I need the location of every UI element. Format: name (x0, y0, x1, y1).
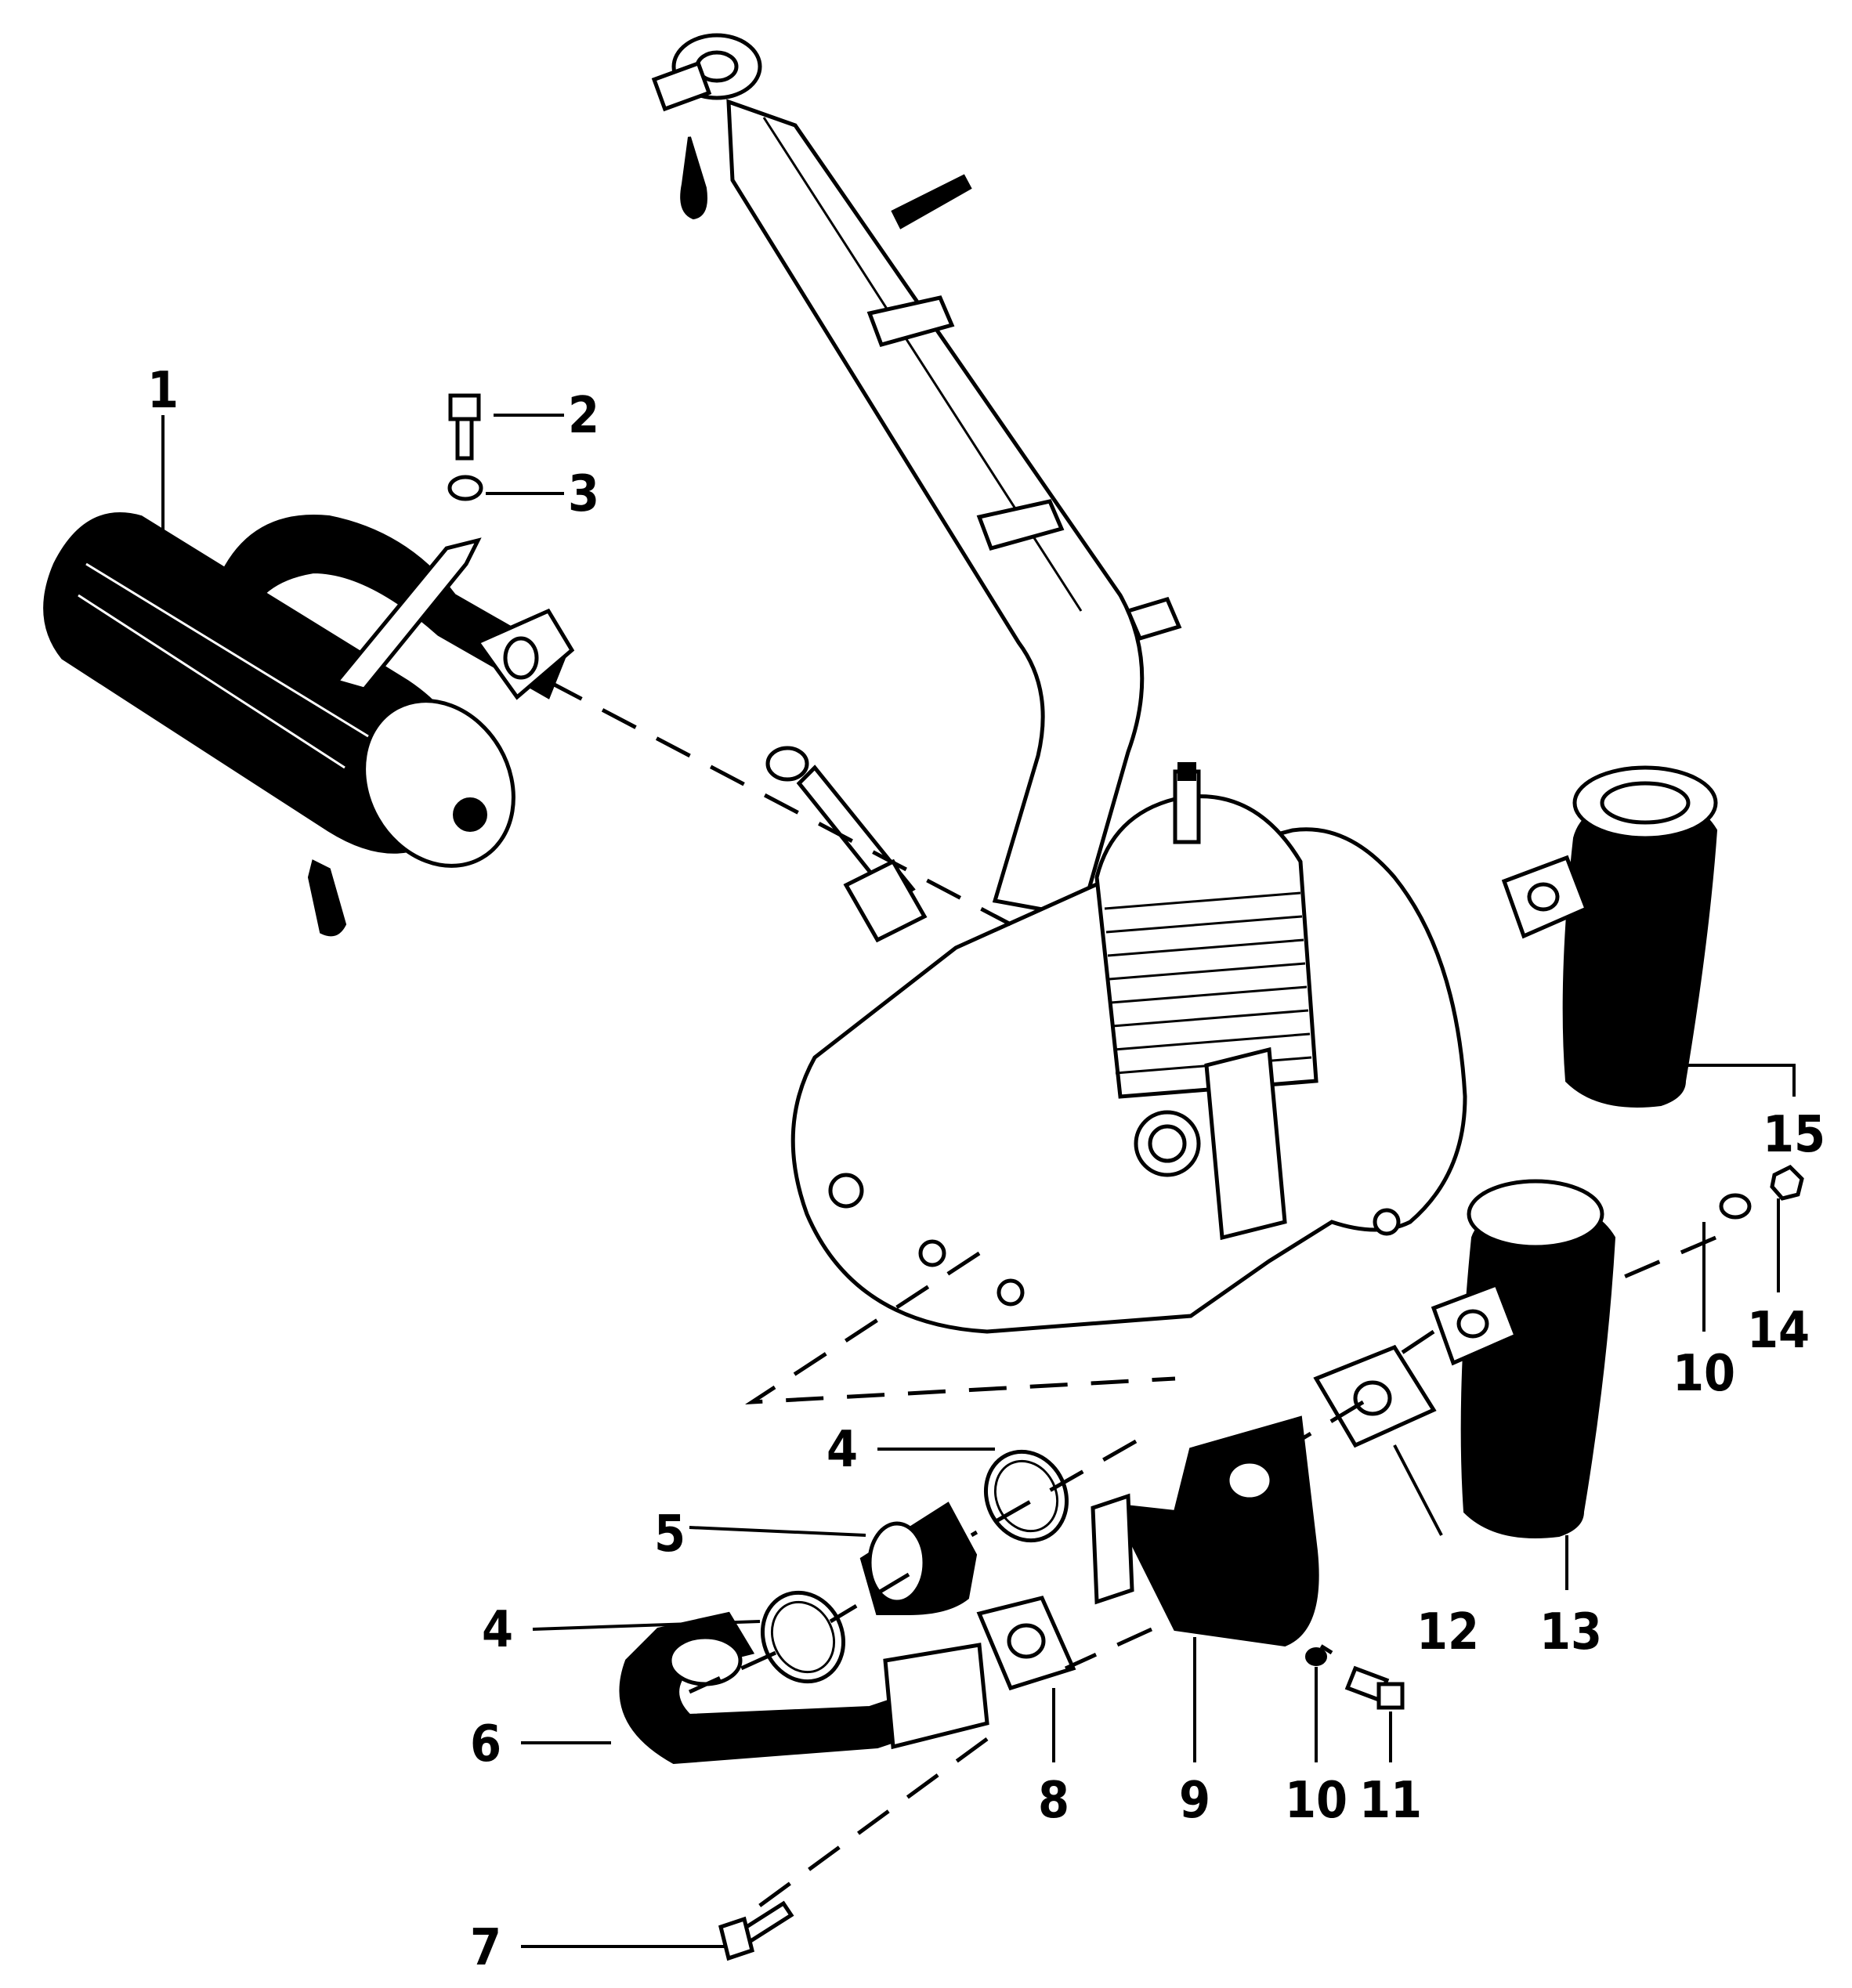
part-5-sleeve (859, 1502, 978, 1615)
part-9-bracket (1091, 1415, 1319, 1647)
part-14-nut (1770, 1164, 1804, 1201)
callout-2: 2 (568, 387, 599, 445)
callout-5: 5 (654, 1505, 685, 1563)
callout-12: 12 (1416, 1603, 1479, 1661)
callout-11: 11 (1359, 1772, 1422, 1830)
part-4-clamp-lower (760, 1590, 846, 1684)
callout-14: 14 (1747, 1302, 1810, 1360)
part-4-clamp-upper (983, 1449, 1069, 1543)
frame-down-tube (651, 33, 1182, 919)
part-12-gasket (1313, 1344, 1437, 1448)
part-15-silencer (1501, 765, 1718, 1108)
callout-4-upper: 4 (827, 1421, 858, 1479)
callout-4-lower: 4 (482, 1601, 513, 1659)
callout-10-lower: 10 (1285, 1772, 1347, 1830)
callout-7: 7 (470, 1919, 501, 1977)
callout-9: 9 (1179, 1772, 1210, 1830)
callout-6: 6 (470, 1715, 501, 1773)
part-11-bolt (1344, 1665, 1405, 1710)
part-3-washer (447, 475, 483, 501)
callout-8: 8 (1038, 1772, 1069, 1830)
part-13-silencer (1431, 1179, 1616, 1538)
part-2-bolt (448, 393, 481, 461)
callout-13: 13 (1539, 1603, 1602, 1661)
callout-3: 3 (568, 465, 599, 523)
part-10-washer-lower (1305, 1647, 1327, 1666)
callout-labels: 1 2 3 4 5 4 6 7 8 9 10 11 12 13 10 14 15 (147, 362, 1825, 1977)
part-7-bolt (718, 1900, 794, 1961)
part-10-washer-upper (1719, 1193, 1752, 1220)
alignment-lines (547, 679, 1716, 1914)
callout-10-upper: 10 (1673, 1345, 1735, 1403)
leader-lines (161, 414, 1796, 1948)
callout-1: 1 (147, 362, 179, 420)
part-1-muffler (43, 512, 575, 937)
callout-15: 15 (1763, 1106, 1825, 1164)
engine-block (765, 746, 1467, 1334)
part-8-gasket (976, 1596, 1076, 1691)
